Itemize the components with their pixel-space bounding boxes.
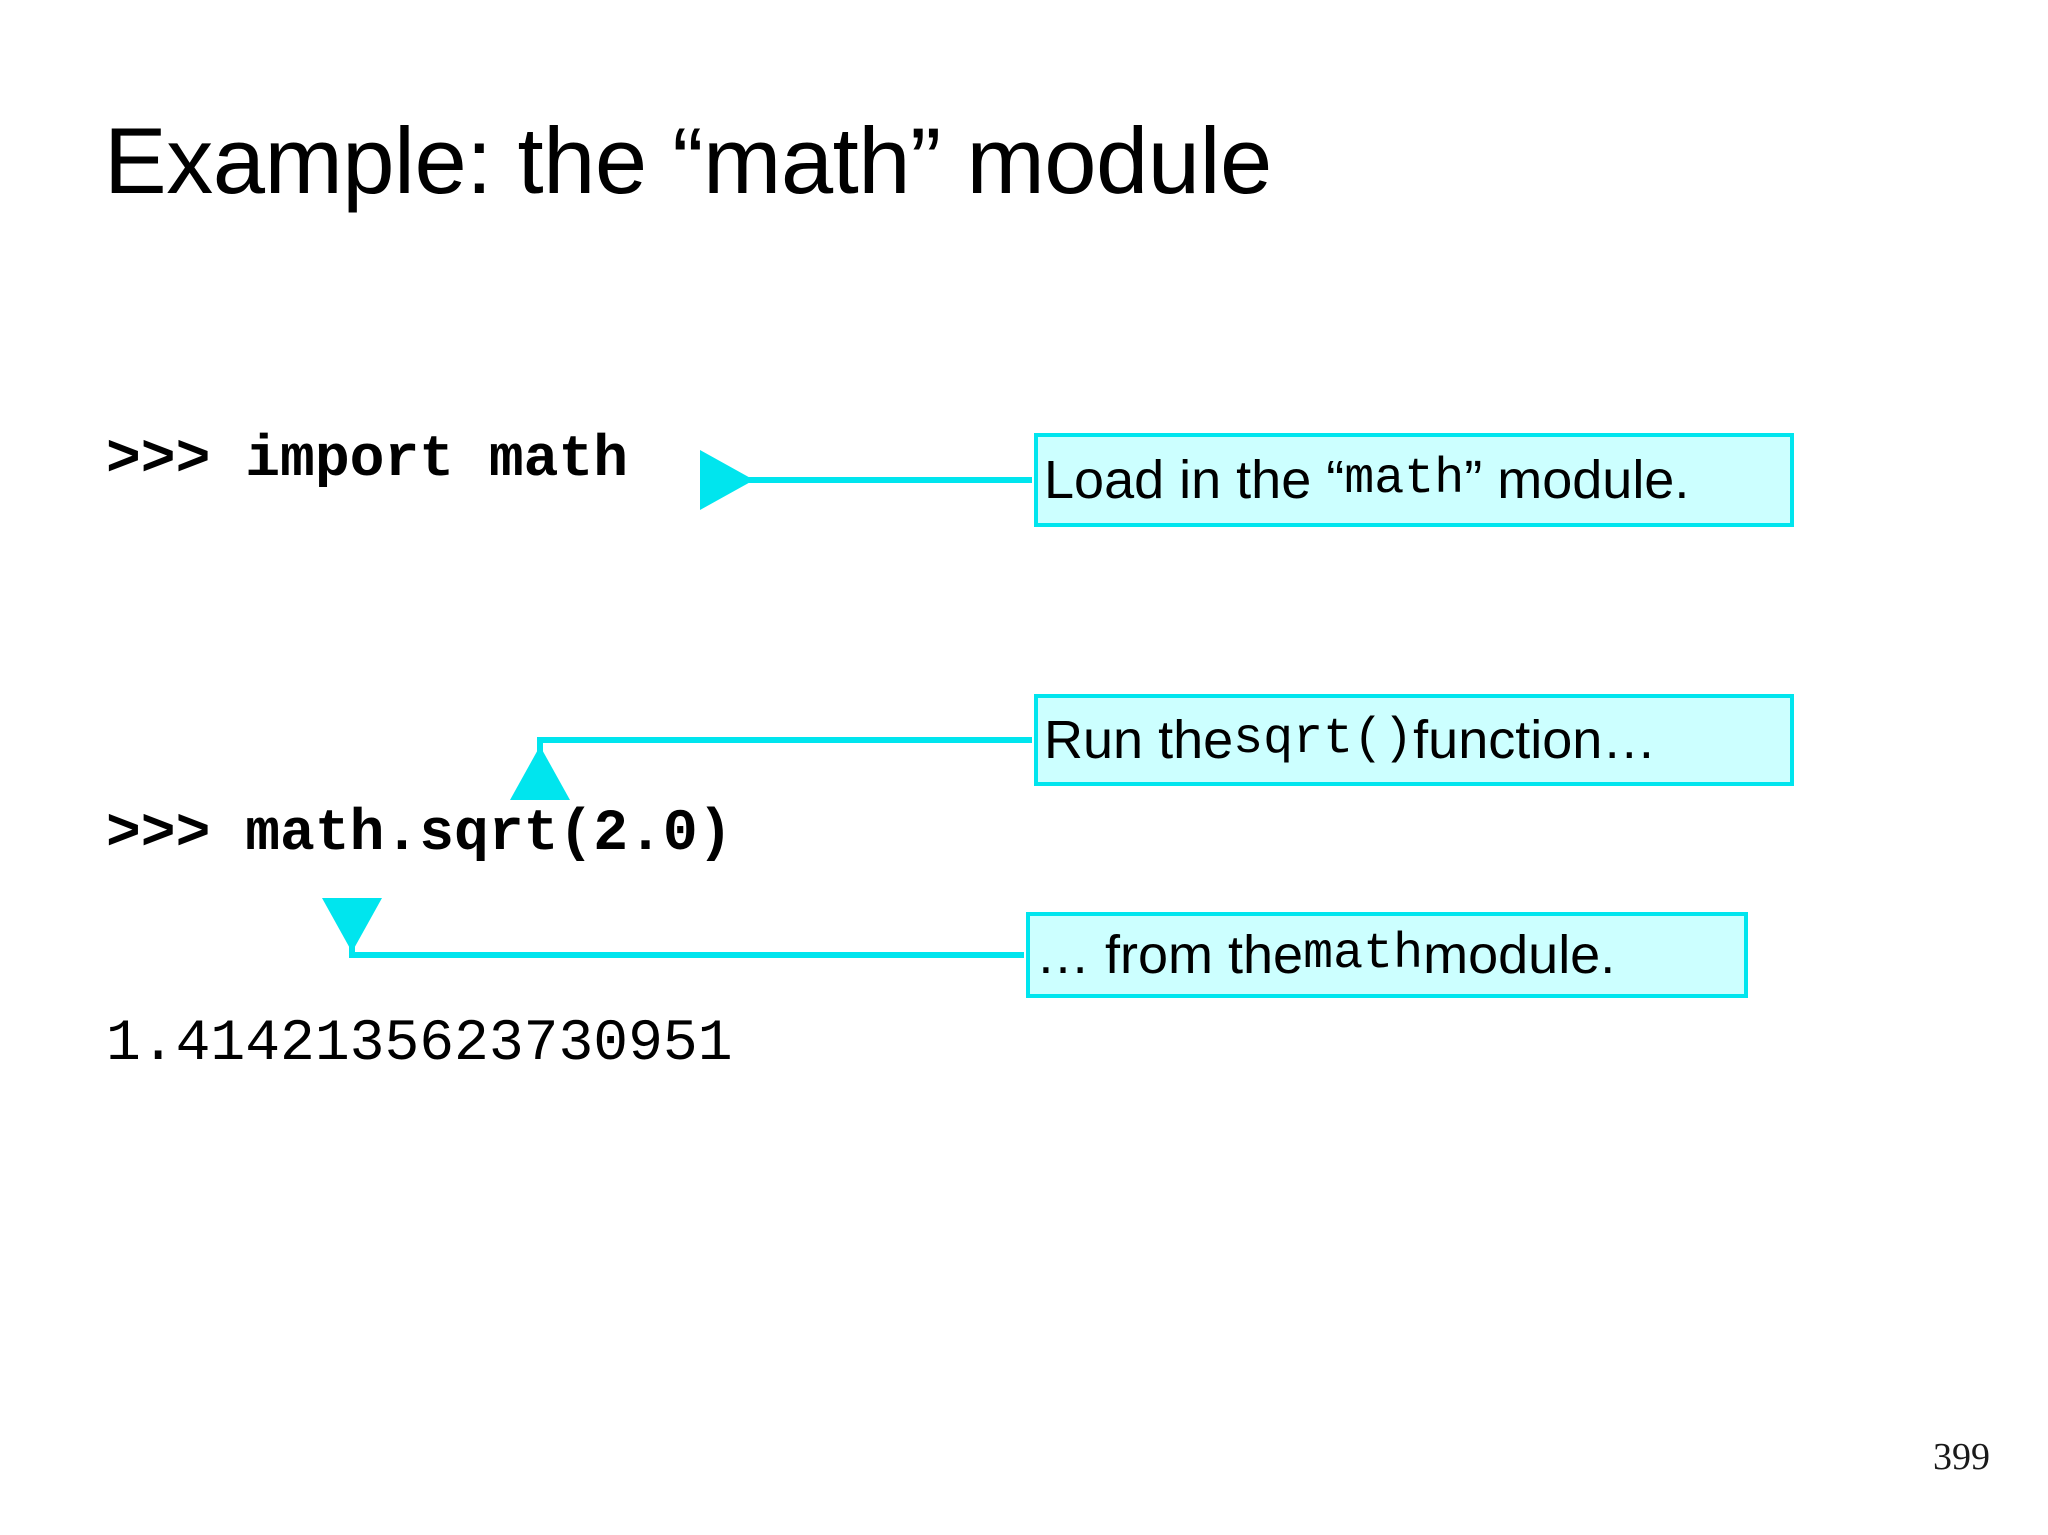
console-result-line: 1.4142135623730951: [106, 1012, 733, 1077]
callout-load-suffix: ” module.: [1464, 450, 1690, 510]
console-sqrt-call-line: >>> math.sqrt(2.0): [106, 802, 733, 867]
page-title: Example: the “math” module: [104, 108, 1272, 213]
callout-from-prefix: … from the: [1036, 925, 1304, 985]
load-module-callout: Load in the “math” module.: [1034, 433, 1794, 527]
callout-run-code: sqrt(): [1233, 711, 1414, 768]
connector-from-math: [322, 898, 1024, 958]
callout-load-code: math: [1344, 451, 1465, 508]
callout-run-suffix: function…: [1413, 710, 1657, 770]
run-sqrt-callout: Run the sqrt() function…: [1034, 694, 1794, 786]
from-math-callout: … from the math module.: [1026, 912, 1748, 998]
console-import-line: >>> import math: [106, 428, 629, 493]
connector-run-sqrt: [510, 737, 1032, 800]
callout-run-prefix: Run the: [1044, 710, 1234, 770]
callout-from-suffix: module.: [1423, 925, 1616, 985]
page-number: 399: [1933, 1436, 1990, 1478]
callout-from-code: math: [1303, 926, 1424, 983]
callout-load-prefix: Load in the “: [1044, 450, 1345, 510]
